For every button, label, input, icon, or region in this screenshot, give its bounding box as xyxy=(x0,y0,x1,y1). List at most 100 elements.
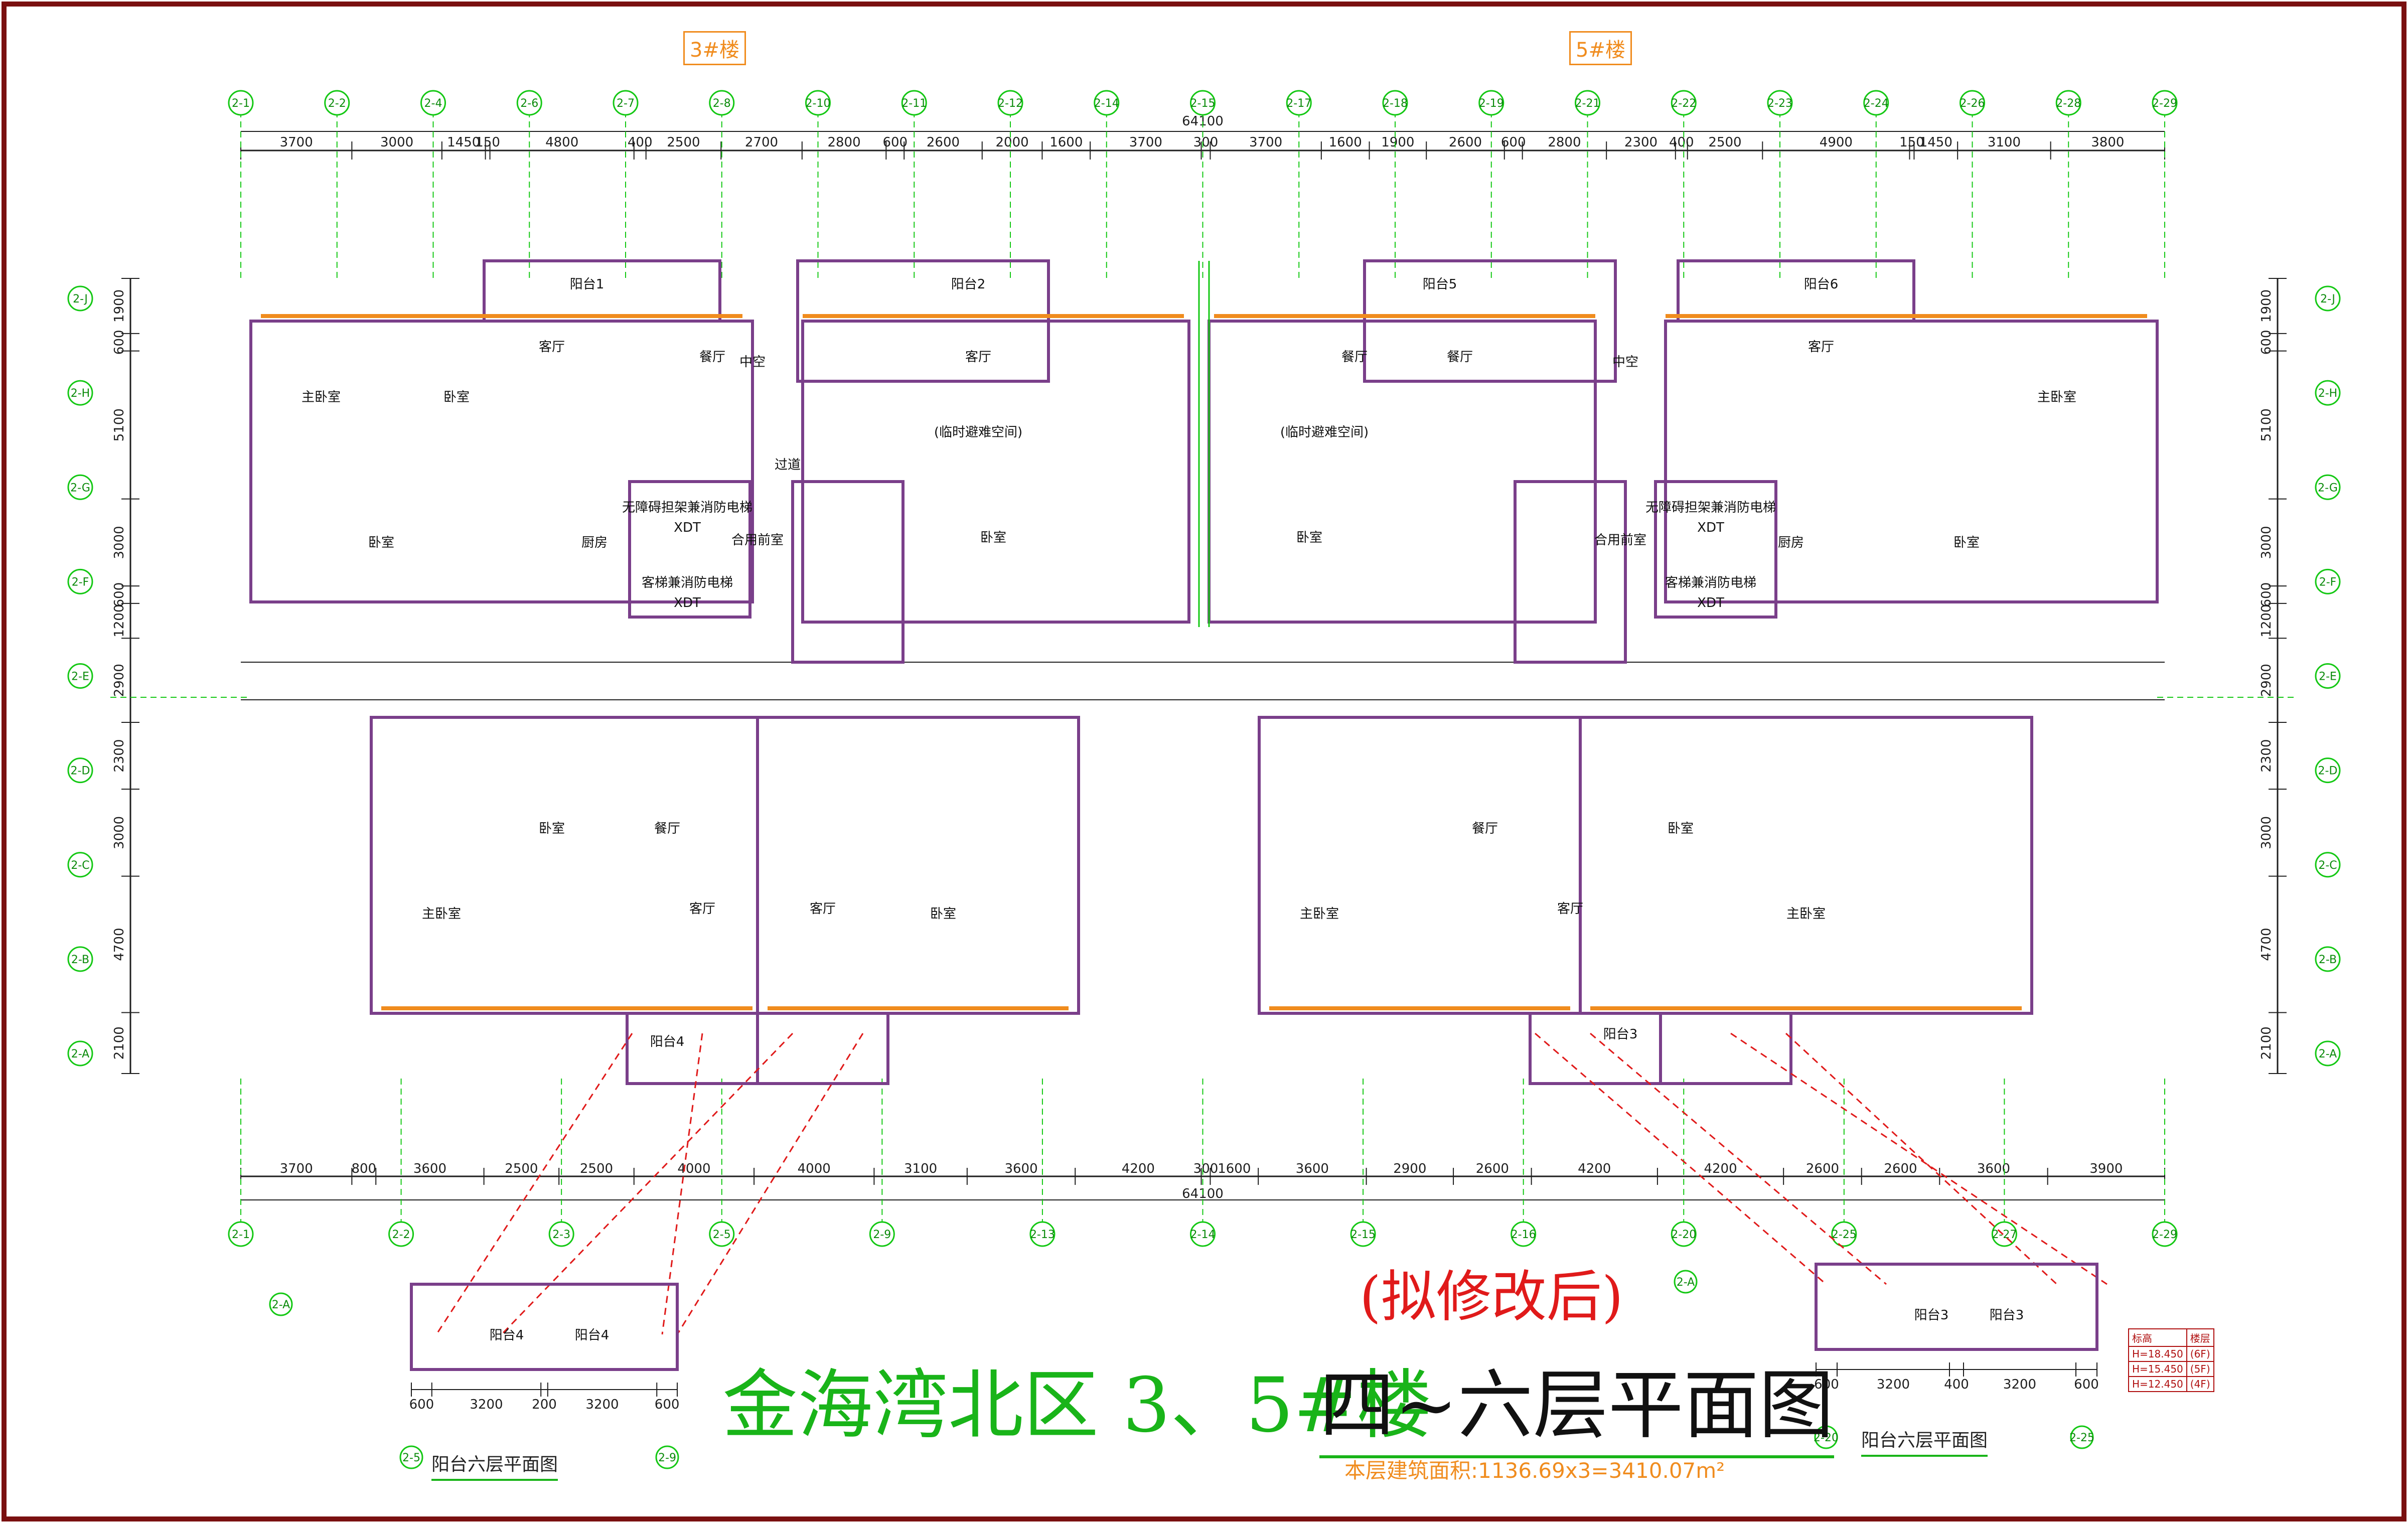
leader-line xyxy=(676,1033,864,1335)
left-axis-label: 2-D xyxy=(71,765,90,778)
balcony-right-dim-value: 600 xyxy=(2074,1377,2099,1392)
room-label: 阳台4 xyxy=(650,1034,685,1049)
elevator-code: XDT xyxy=(1697,595,1724,611)
room-label: 客厅 xyxy=(539,340,565,355)
axis-label-top: 2-2 xyxy=(328,97,346,110)
room-label: 餐厅 xyxy=(654,821,680,836)
axis-label-bottom: 2-1 xyxy=(232,1229,250,1241)
room-label: 餐厅 xyxy=(1341,350,1368,365)
right-axis-bubble xyxy=(2315,663,2341,689)
axis-bubble-bottom xyxy=(228,1221,254,1247)
axis-label-bottom: 2-13 xyxy=(1030,1229,1055,1241)
bottom-dim-value: 2600 xyxy=(1884,1161,1917,1176)
bottom-dim-value: 4000 xyxy=(677,1161,710,1176)
axis-bubble-top xyxy=(1094,90,1120,116)
axis-bubble-bottom xyxy=(548,1221,574,1247)
axis-bubble-bottom xyxy=(1350,1221,1376,1247)
legend-elev-4f: H=12.450 xyxy=(2128,1376,2187,1392)
left-axis-bubble xyxy=(67,474,93,500)
axis-bubble-top xyxy=(613,90,639,116)
bottom-dim-value: 2500 xyxy=(580,1161,613,1176)
axis-bubble-top xyxy=(1190,90,1216,116)
room-label: 客厅 xyxy=(965,350,991,365)
axis-label-top: 2-1 xyxy=(232,97,250,110)
axis-bubble-top xyxy=(228,90,254,116)
balcony-axis-label: 2-A xyxy=(1677,1276,1695,1289)
right-axis-label: 2-D xyxy=(2318,765,2338,778)
stair-core-left xyxy=(791,480,905,664)
top-dim-value: 2600 xyxy=(1449,135,1482,150)
axis-bubble-top xyxy=(2055,90,2081,116)
balcony-detail-room: 阳台4 xyxy=(490,1328,524,1343)
elevator-label: 无障碍担架兼消防电梯 xyxy=(1645,500,1776,515)
leader-line xyxy=(1535,1032,1827,1285)
top-dim-value: 3800 xyxy=(2091,135,2124,150)
unit-01-left xyxy=(249,320,754,603)
room-label: 过道 xyxy=(775,458,801,473)
axis-bubble-top xyxy=(324,90,350,116)
leader-line xyxy=(1730,1032,2108,1285)
top-dim-value: 300 xyxy=(1193,135,1219,150)
legend-elev-5f: H=15.450 xyxy=(2128,1361,2187,1377)
elevator-code: XDT xyxy=(674,520,701,535)
leader-line xyxy=(1590,1032,1887,1285)
axis-bubble-bottom xyxy=(869,1221,895,1247)
axis-label-top: 2-14 xyxy=(1094,97,1119,110)
axis-label-bottom: 2-20 xyxy=(1671,1229,1696,1241)
bottom-dim-value: 2500 xyxy=(505,1161,538,1176)
top-dim-value: 150 xyxy=(475,135,500,150)
bottom-dim-value: 1600 xyxy=(1218,1161,1251,1176)
balcony-right-dim-value: 3200 xyxy=(2003,1377,2036,1392)
room-label: 餐厅 xyxy=(1472,821,1498,836)
left-axis-label: 2-A xyxy=(71,1048,90,1060)
balcony-left-dim-value: 3200 xyxy=(585,1397,619,1412)
balcony-axis-label: 2-25 xyxy=(2069,1432,2094,1444)
axis-label-bottom: 2-2 xyxy=(392,1229,410,1241)
top-dim-value: 1600 xyxy=(1329,135,1362,150)
leader-line xyxy=(501,1032,794,1335)
left-dim-value: 2900 xyxy=(112,664,127,697)
left-dim-value: 2300 xyxy=(112,739,127,772)
right-axis-label: 2-J xyxy=(2320,293,2335,306)
top-dim-value: 2500 xyxy=(667,135,700,150)
balcony-axis-label: 2-20 xyxy=(1814,1432,1839,1444)
balcony-axis-label: 2-5 xyxy=(402,1452,420,1464)
bottom-dim-value: 300 xyxy=(1193,1161,1219,1176)
balcony-axis-label: 2-9 xyxy=(658,1452,676,1464)
axis-bubble-top xyxy=(997,90,1023,116)
balcony-left-dim-value: 3200 xyxy=(470,1397,503,1412)
room-label: 餐厅 xyxy=(699,350,725,365)
right-dim-value: 4700 xyxy=(2259,928,2274,961)
room-label: 阳台5 xyxy=(1423,277,1457,292)
right-axis-label: 2-A xyxy=(2319,1048,2337,1060)
balcony-axis-label: 2-A xyxy=(272,1299,290,1311)
axis-label-top: 2-24 xyxy=(1864,97,1889,110)
axis-label-top: 2-23 xyxy=(1767,97,1792,110)
room-label: 主卧室 xyxy=(422,906,461,922)
unit-01-right xyxy=(1664,320,2159,603)
left-axis-label: 2-J xyxy=(73,293,88,306)
balcony-left-dim-value: 600 xyxy=(409,1397,434,1412)
room-label: 厨房 xyxy=(1778,535,1804,550)
axis-label-top: 2-18 xyxy=(1383,97,1408,110)
room-label: 主卧室 xyxy=(2037,390,2076,405)
right-axis-bubble xyxy=(2315,852,2341,878)
room-label: 主卧室 xyxy=(1300,906,1339,922)
right-dim-value: 2900 xyxy=(2259,664,2274,697)
left-dim-value: 1900 xyxy=(112,289,127,323)
room-label: 卧室 xyxy=(1953,535,1980,550)
balcony-right-dim-value: 600 xyxy=(1814,1377,1839,1392)
leader-line xyxy=(661,1033,703,1335)
left-axis-bubble xyxy=(67,663,93,689)
legend-floor-4f: (4F) xyxy=(2186,1376,2214,1392)
axis-bubble-top xyxy=(1767,90,1793,116)
axis-bubble-bottom xyxy=(1029,1221,1056,1247)
right-axis-bubble xyxy=(2315,757,2341,784)
balcony-axis-bubble xyxy=(655,1445,679,1469)
unit-05-right xyxy=(1579,716,2033,1015)
unit-02-right xyxy=(1208,320,1597,624)
top-dim-value: 2800 xyxy=(1548,135,1581,150)
bottom-dim-value: 4200 xyxy=(1704,1161,1737,1176)
balcony-3-right xyxy=(1659,1012,1792,1085)
